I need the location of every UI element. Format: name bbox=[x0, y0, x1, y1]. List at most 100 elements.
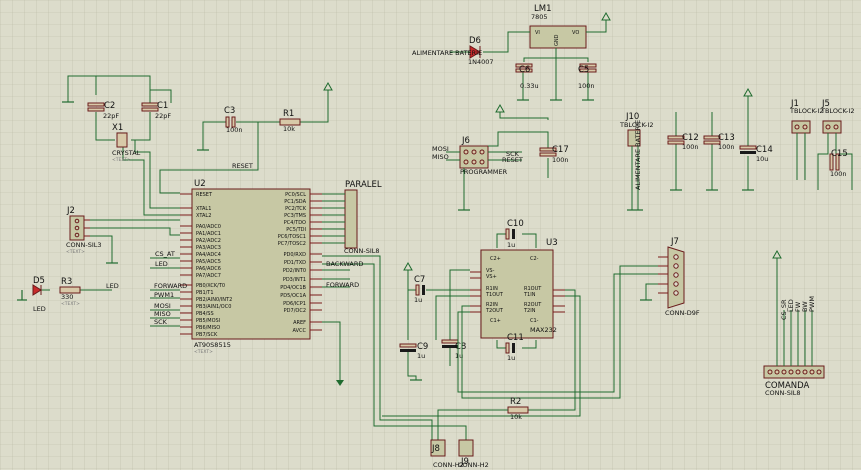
lm1-gnd: GND bbox=[554, 34, 560, 46]
j8-connector bbox=[430, 439, 446, 457]
paralel-value: CONN-SIL8 bbox=[344, 247, 380, 255]
u3-pin-label: R2IN bbox=[486, 302, 498, 308]
u2-left-pins: RESETXTAL1XTAL2PA0/ADC0PA1/ADC1PA2/ADC2P… bbox=[180, 192, 232, 338]
d6-value: 1N4007 bbox=[468, 58, 494, 66]
u2-right-pin-label: PC2/TCK bbox=[285, 206, 307, 212]
sck-label: SCK bbox=[154, 318, 168, 326]
r3-ref: R3 bbox=[61, 277, 72, 287]
u2-left-pin-label: PB4/SS bbox=[196, 311, 214, 317]
alim2-label: ALIMENTARE BATERIE bbox=[634, 120, 642, 190]
d5-value: LED bbox=[33, 305, 46, 313]
u2-left-pin-label: PB3/AIN1/OC0 bbox=[196, 304, 231, 310]
u2-right-pin-label: PC6/TOSC1 bbox=[278, 234, 306, 240]
comanda-pin bbox=[802, 369, 808, 375]
j6-value: PROGRAMMER bbox=[460, 168, 508, 176]
j2-text: <TEXT> bbox=[66, 249, 85, 255]
u2-left-pin-label: PB6/MISO bbox=[196, 325, 220, 331]
u2-left-pin-label: PA6/ADC6 bbox=[196, 266, 221, 272]
c3-ref: C3 bbox=[224, 106, 235, 116]
forward2-label: FORWARD bbox=[326, 281, 359, 289]
u2-left-pin-label: PB7/SCK bbox=[196, 332, 218, 338]
c1-capacitor bbox=[141, 102, 159, 107]
c9-capacitor bbox=[399, 343, 417, 348]
r3-value: 330 bbox=[61, 293, 73, 301]
motor-terminals: J1 TBLOCK-I2 J5 TBLOCK-I2 C15 100n bbox=[789, 99, 854, 190]
u3-pin-label: C1- bbox=[530, 318, 539, 324]
r2-ref: R2 bbox=[510, 397, 521, 407]
comanda-pin bbox=[816, 369, 822, 375]
c11-capacitor bbox=[505, 342, 510, 354]
u3-pin-label: R2OUT bbox=[524, 302, 542, 308]
c3-value: 100n bbox=[226, 126, 243, 134]
u2-right-nets: BACKWARD FORWARD bbox=[322, 255, 467, 440]
led-label: LED bbox=[155, 260, 168, 268]
j2-ref: J2 bbox=[66, 206, 75, 216]
u2-left-pin-label: PA1/ADC1 bbox=[196, 231, 221, 237]
c11-ref: C11 bbox=[507, 333, 524, 343]
u2-microcontroller: U2 AT90S8515 <TEXT> RESETXTAL1XTAL2PA0/A… bbox=[180, 179, 322, 355]
u2-right-pin-label: PC7/TOSC2 bbox=[278, 241, 306, 247]
u2-right-pin-label: PD1/TXD bbox=[284, 260, 306, 266]
c13-value: 100n bbox=[718, 143, 735, 151]
c5-capacitor bbox=[579, 63, 597, 68]
vcc-arrow-lm1 bbox=[601, 11, 611, 21]
u3-pin-label: C1+ bbox=[490, 318, 501, 324]
j10-ref: J10 bbox=[625, 112, 639, 122]
x1-crystal bbox=[116, 132, 128, 148]
d5-ref: D5 bbox=[33, 276, 45, 286]
u2-text: <TEXT> bbox=[194, 349, 213, 355]
c7-capacitor bbox=[415, 284, 420, 296]
c15-value: 100n bbox=[830, 170, 847, 178]
j1-value: TBLOCK-I2 bbox=[789, 107, 823, 115]
u3-pin-label: T2OUT bbox=[485, 308, 504, 314]
u2-left-pin-label: RESET bbox=[196, 192, 213, 198]
cmd-label-4: PWM bbox=[808, 296, 816, 312]
c14-capacitor bbox=[739, 145, 757, 150]
j9-connector bbox=[458, 439, 474, 457]
paralel-connector: PARALEL CONN-SIL8 bbox=[322, 180, 382, 255]
back-label: BACKWARD bbox=[326, 260, 363, 268]
d5-led-icon bbox=[32, 284, 42, 296]
u2-right-pin-label: PC1/SDA bbox=[284, 199, 306, 205]
u2-left-pin-label: PA7/ADC7 bbox=[196, 273, 221, 279]
led-circuit: D5 LED R3 330 <TEXT> LED bbox=[17, 276, 119, 313]
j10-value: TBLOCK-I2 bbox=[619, 121, 653, 129]
u2-right-pin-label: PC5/TDI bbox=[286, 227, 306, 233]
u2-right-pin-label: PD6/ICP1 bbox=[283, 301, 306, 307]
u3-part: MAX232 bbox=[530, 326, 557, 334]
c8-value: 1u bbox=[455, 352, 463, 360]
u2-left-pin-label: PA2/ADC2 bbox=[196, 238, 221, 244]
j7-value: CONN-D9F bbox=[665, 309, 700, 317]
j7-db9-connector: J7 CONN-D9F bbox=[640, 237, 700, 317]
c13-ref: C13 bbox=[718, 133, 735, 143]
j2-connector: J2 CONN-SIL3 <TEXT> bbox=[66, 206, 102, 255]
u3-pin-label: T1OUT bbox=[485, 292, 504, 298]
comanda-pin bbox=[774, 369, 780, 375]
u2-right-pin-label: PC4/TDO bbox=[284, 220, 306, 226]
r1-value: 10k bbox=[283, 125, 295, 133]
u2-left-pin-label: PA4/ADC4 bbox=[196, 252, 221, 258]
u2-right-pin-label: PD2/INT0 bbox=[283, 268, 306, 274]
u2-left-pin-label: PB0/XCK/T0 bbox=[196, 283, 225, 289]
lm1-part: 7805 bbox=[531, 13, 548, 21]
c10-value: 1u bbox=[507, 241, 515, 249]
u3-pin-label: R1IN bbox=[486, 286, 498, 292]
comanda-pin bbox=[809, 369, 815, 375]
u3-pin-label: VS+ bbox=[486, 274, 497, 280]
vcc-arrow bbox=[323, 81, 333, 91]
led2-label: LED bbox=[106, 282, 119, 290]
c15-ref: C15 bbox=[831, 149, 848, 159]
reset-network: C3 100n R1 10k RESET bbox=[159, 81, 333, 194]
u2-left-nets: CS_AT LED FORWARD PWM1 MOSI MISO SCK bbox=[90, 219, 187, 327]
j5-connector bbox=[822, 120, 842, 134]
u2-left-pin-label: PA3/ADC3 bbox=[196, 245, 221, 251]
j10-connector bbox=[627, 129, 641, 147]
u3-pin-label: T2IN bbox=[523, 308, 536, 314]
u3-pin-labels: C2+C2-VS-VS+R1INT1OUTR2INT2OUTC1+C1-R1OU… bbox=[470, 256, 565, 324]
j2-value: CONN-SIL3 bbox=[66, 241, 102, 249]
c13-capacitor bbox=[703, 135, 721, 140]
reset-net-label: RESET bbox=[232, 162, 253, 170]
u2-right-pin-label: PD4/OC1B bbox=[280, 285, 306, 291]
prog-miso-label: MISO bbox=[432, 153, 449, 161]
